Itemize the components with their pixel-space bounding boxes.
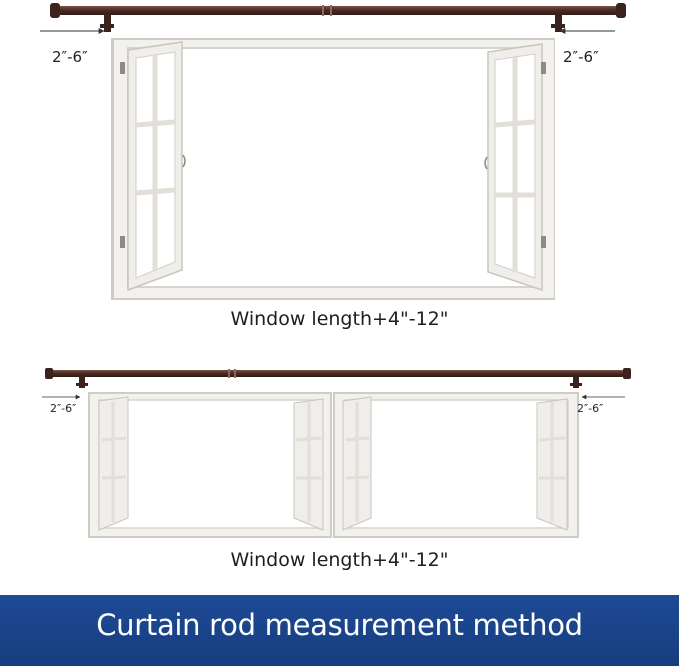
gap-label-left-top: 2″-6″ xyxy=(52,48,88,66)
curtain-rod-top xyxy=(50,3,626,32)
banner-title: Curtain rod measurement method xyxy=(96,608,583,642)
bottom-diagram xyxy=(42,368,631,538)
window-sash-bottom-4 xyxy=(536,398,568,531)
window-sash-bottom-3 xyxy=(342,396,372,531)
window-frame-top xyxy=(111,38,555,300)
top-diagram xyxy=(40,3,626,300)
caption-top: Window length+4"-12" xyxy=(230,308,449,330)
window-sash-bottom-2 xyxy=(293,398,324,531)
gap-label-right-bottom: 2″-6″ xyxy=(577,402,604,415)
gap-label-right-top: 2″-6″ xyxy=(563,48,599,66)
window-sash-right-top xyxy=(484,43,546,292)
window-sash-bottom-1 xyxy=(98,396,129,531)
window-frame-bottom-left xyxy=(88,392,332,538)
gap-label-left-bottom: 2″-6″ xyxy=(50,402,77,415)
caption-bottom: Window length+4"-12" xyxy=(230,549,449,571)
title-banner xyxy=(0,595,679,666)
window-sash-left-top xyxy=(120,41,186,292)
curtain-rod-bottom xyxy=(45,368,631,388)
